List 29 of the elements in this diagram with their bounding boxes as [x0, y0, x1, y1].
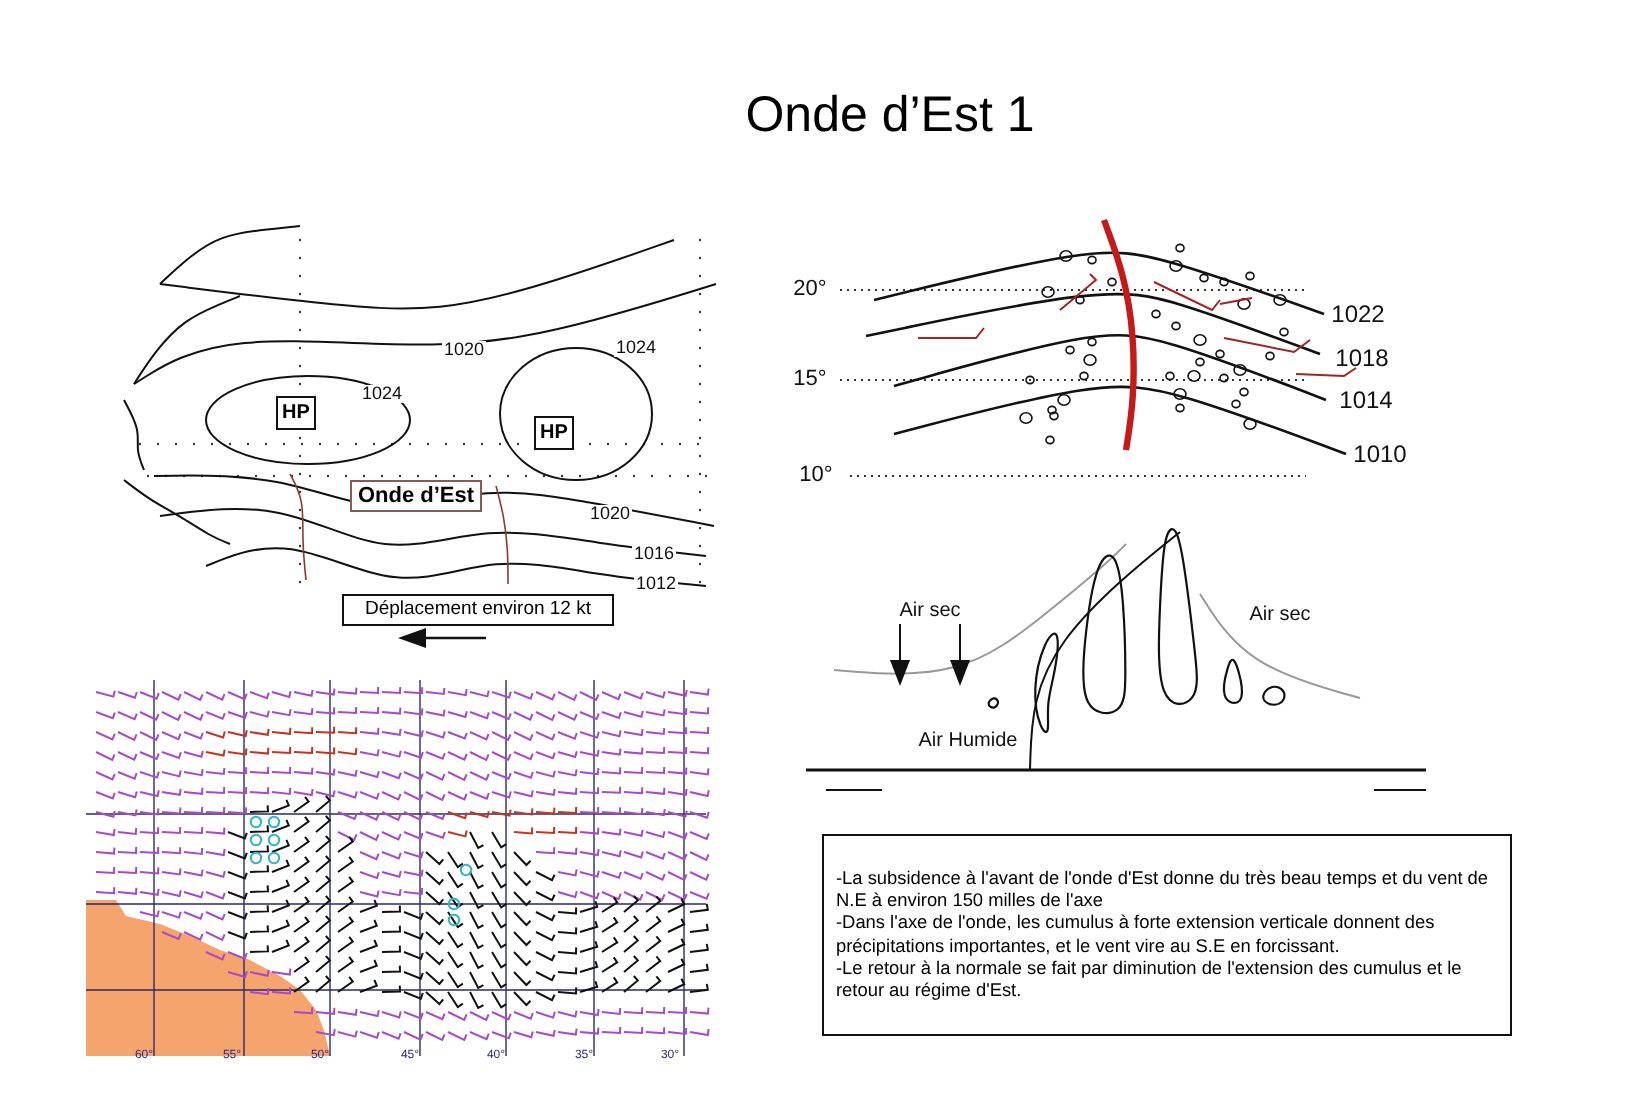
pressure-label: HP: [540, 422, 568, 444]
explanation-paragraph: -Le retour à la normale se fait par diminution de l'extension des cumulus et le retour au régime d'Est.: [836, 957, 1464, 1003]
isobar-value: 1022: [1331, 302, 1385, 326]
isobar-value: 1020: [587, 505, 633, 523]
explanation-paragraph: -La subsidence à l'avant de l'onde d'Est donne du très beau temps et du vent de N.E à environ 150 milles de l'axe: [836, 867, 1491, 913]
pressure-label: HP: [282, 402, 310, 424]
isobar-value: 1020: [441, 341, 487, 359]
isobar-value: 1012: [633, 575, 679, 593]
title: Onde d’Est 1: [745, 87, 1035, 145]
label-box: [534, 416, 574, 450]
air-mass-label: Air sec: [1249, 606, 1311, 626]
text-panel: [822, 834, 1512, 1036]
isobar-value: 1024: [613, 339, 659, 357]
label: Déplacement environ 12 kt: [364, 599, 591, 621]
isobar-value: 1024: [359, 385, 405, 403]
latitude-label: 10°: [799, 465, 833, 487]
isobar-value: 1010: [1353, 442, 1407, 466]
explanation-paragraph: -Dans l'axe de l'onde, les cumulus à forte extension verticale donnent des précipitations importantes, et le vent vire au S.E en forcissant.: [836, 912, 1437, 958]
latitude-label: 15°: [793, 369, 827, 391]
wave-label: Onde d’Est: [357, 484, 475, 509]
air-mass-label: Air sec: [899, 602, 961, 622]
isobar-value: 1018: [1335, 346, 1389, 370]
isobar-value: 1016: [631, 545, 677, 563]
label-box: [276, 396, 316, 430]
latitude-label: 20°: [793, 279, 827, 301]
label-box: [342, 594, 614, 626]
label-box: [350, 480, 482, 513]
air-mass-label: Air Humide: [918, 732, 1018, 752]
isobar-value: 1014: [1339, 388, 1393, 412]
